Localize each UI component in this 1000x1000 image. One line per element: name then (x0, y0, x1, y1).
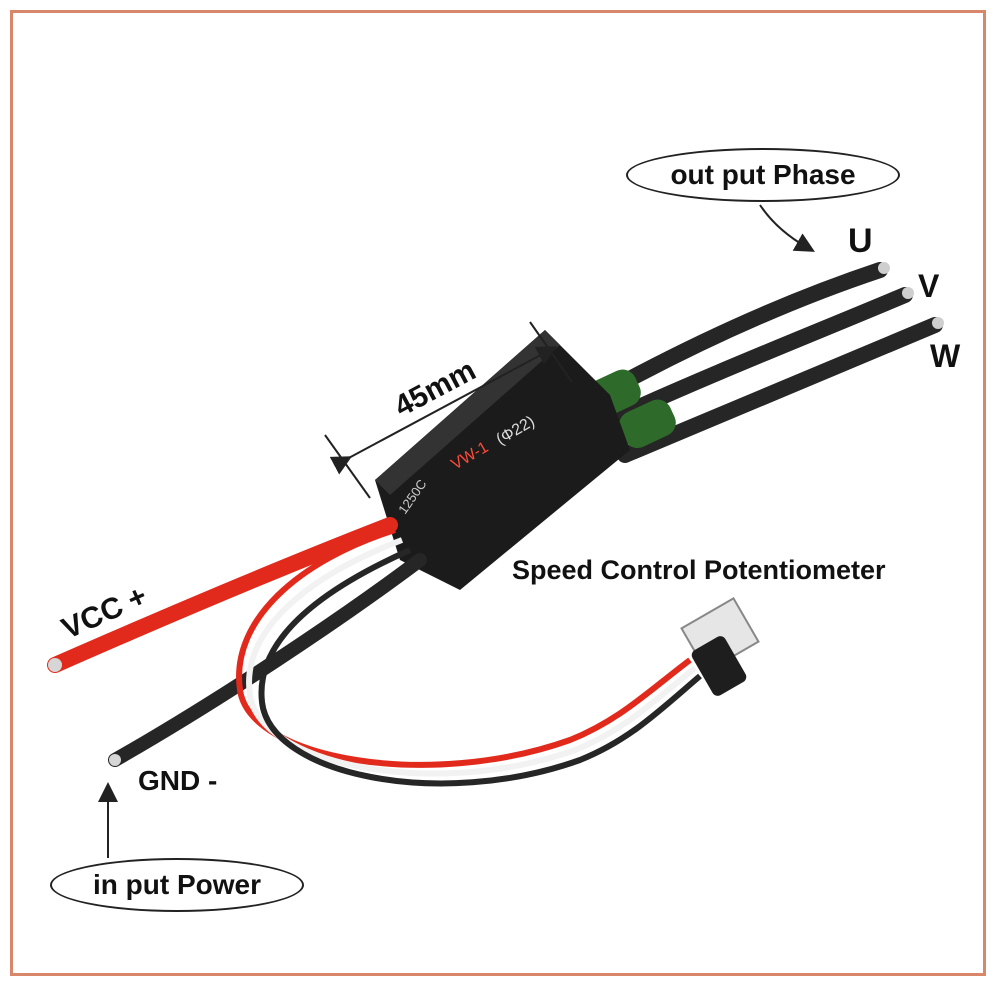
phase-wire-w (617, 317, 943, 463)
vcc-tip (48, 658, 62, 672)
output-phase-label: out put Phase (670, 159, 856, 190)
gnd-wire (108, 553, 427, 767)
vcc-wire (47, 517, 398, 673)
input-power-label: in put Power (93, 869, 261, 900)
gnd-label: GND - (138, 765, 218, 796)
input-power-callout: in put Power (50, 858, 304, 912)
wire-tip-u (878, 262, 890, 274)
wire-tip-v (902, 287, 914, 299)
wire-tip-w (932, 317, 944, 329)
phase-v-label: V (918, 268, 940, 304)
dim-tick-left (324, 434, 371, 499)
output-phase-callout: out put Phase (626, 148, 900, 202)
pot-cable-black (258, 547, 702, 787)
speed-control-label: Speed Control Potentiometer (512, 555, 886, 585)
phase-wire-u (592, 262, 888, 403)
phase-u-label: U (848, 222, 873, 260)
phase-pointer-arrow (759, 204, 815, 252)
gnd-tip (109, 754, 121, 766)
pot-cable-red (236, 527, 692, 768)
pot-cable-white (246, 537, 697, 777)
phase-w-label: W (930, 338, 961, 374)
dimension-line (329, 346, 558, 475)
capacitor-2 (619, 399, 676, 449)
potentiometer-knob (691, 636, 747, 696)
